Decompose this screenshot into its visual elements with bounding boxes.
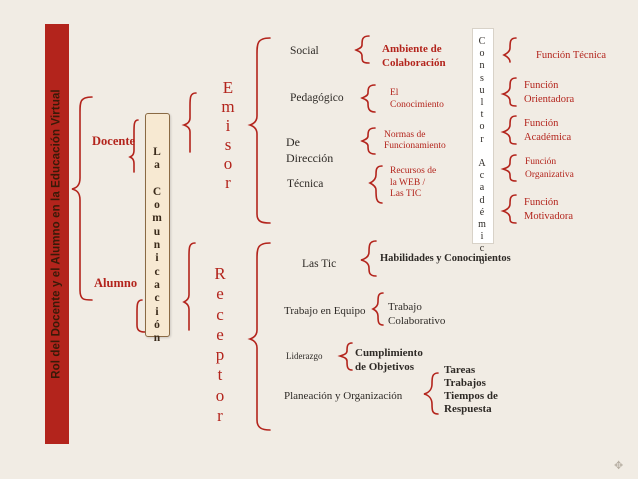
bracket-organizativa xyxy=(500,154,517,182)
pedagogico-detail: El Conocimiento xyxy=(390,88,444,110)
bracket-tic xyxy=(360,240,377,277)
funcion-tecnica: Función Técnica xyxy=(536,50,607,61)
receptor-label: R e c e p t o r xyxy=(214,264,226,426)
emisor-item-social: Social xyxy=(290,45,319,57)
bracket-orientadora xyxy=(500,77,517,107)
corner-ornament-icon: ✥ xyxy=(614,459,624,472)
receptor-bracket xyxy=(182,242,196,331)
main-bracket xyxy=(71,96,93,301)
funciones-bracket xyxy=(502,37,517,63)
emisor-item-direccion: De Dirección xyxy=(286,135,334,165)
comunicacion-label: L a C o m u n i c a c i ó n xyxy=(152,146,162,345)
funcion-motivadora: Función Motivadora xyxy=(524,197,573,222)
bracket-pedagogico xyxy=(360,84,376,113)
liderazgo-detail: Cumplimiento de Objetivos xyxy=(355,347,423,373)
bracket-motivadora xyxy=(500,194,517,224)
funcion-orientadora: Función Orientadora xyxy=(524,80,575,105)
emisor-label: E m i s o r xyxy=(221,78,235,192)
title-bar: Rol del Docente y el Alumno en la Educac… xyxy=(45,24,69,444)
receptor-items-bracket xyxy=(247,242,271,431)
funcion-academica: Función Académica xyxy=(524,118,572,143)
receptor-item-equipo: Trabajo en Equipo xyxy=(284,305,366,317)
emisor-items-bracket xyxy=(247,37,271,224)
diagram-title: Rol del Docente y el Alumno en la Educac… xyxy=(51,89,63,379)
bracket-planeacion xyxy=(423,372,439,415)
docente-bracket xyxy=(128,119,139,173)
receptor-item-planeacion: Planeación y Organización xyxy=(284,390,403,402)
consultor-academico-label: C o n s u l t o r A c a d é m i c o xyxy=(478,36,486,267)
emisor-bracket xyxy=(181,92,197,153)
bracket-direccion xyxy=(360,127,376,155)
emisor-item-tecnica: Técnica xyxy=(287,178,324,190)
receptor-item-liderazgo: Liderazgo xyxy=(286,351,323,361)
bracket-tecnica xyxy=(368,165,383,204)
funcion-organizativa: Función Organizativa xyxy=(525,157,574,180)
comunicacion-scroll xyxy=(145,113,170,337)
emisor-item-pedagogico: Pedagógico xyxy=(290,92,344,104)
tic-detail: Habilidades y Conocimientos xyxy=(380,253,511,264)
receptor-item-tic: Las Tic xyxy=(302,258,337,270)
docente-label: Docente xyxy=(92,134,136,148)
alumno-bracket xyxy=(136,299,146,333)
alumno-label: Alumno xyxy=(94,276,138,290)
direccion-detail: Normas de Funcionamiento xyxy=(384,130,446,151)
bracket-liderazgo xyxy=(337,342,353,371)
bracket-academica xyxy=(500,115,517,145)
tecnica-detail: Recursos de la WEB / Las TIC xyxy=(390,166,437,199)
consultor-academico-box xyxy=(472,28,494,244)
equipo-detail: Trabajo Colaborativo xyxy=(388,301,446,327)
bracket-equipo xyxy=(371,292,384,326)
social-detail: Ambiente de Colaboración xyxy=(382,43,446,69)
bracket-social xyxy=(354,35,370,64)
planeacion-detail: Tareas Trabajos Tiempos de Respuesta xyxy=(444,364,498,415)
